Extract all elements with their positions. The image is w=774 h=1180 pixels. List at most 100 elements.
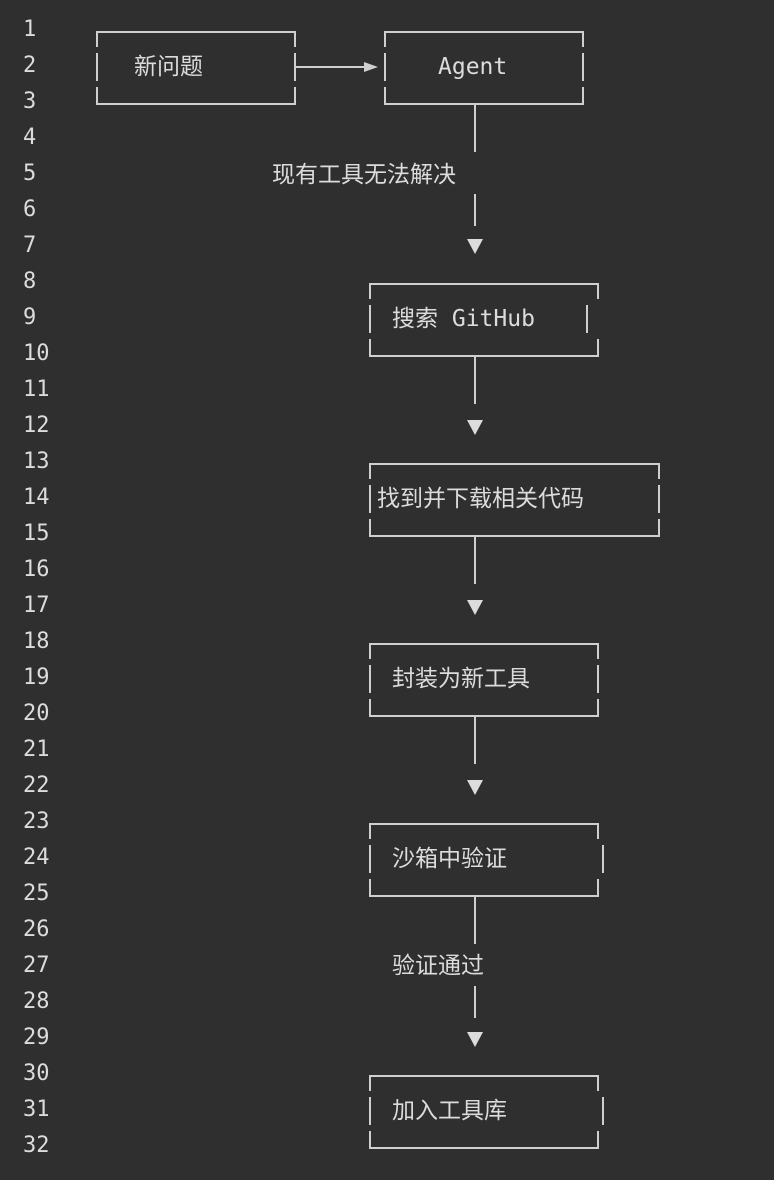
arrow-right-icon (364, 62, 378, 72)
connector-line (474, 537, 476, 584)
box-border-right (597, 879, 599, 895)
box-border-bottom (96, 103, 296, 105)
line-number: 21 (23, 737, 50, 762)
line-number: 7 (23, 233, 37, 258)
box-border-left (96, 31, 98, 47)
box-border-right (597, 1075, 599, 1091)
line-number: 27 (23, 953, 50, 978)
box-border-left (369, 699, 371, 715)
box-border-left (384, 31, 386, 47)
box-border-right (658, 485, 660, 513)
line-number: 11 (23, 377, 50, 402)
box-border-right (586, 305, 588, 333)
line-number: 26 (23, 917, 50, 942)
line-number: 29 (23, 1025, 50, 1050)
line-number: 31 (23, 1097, 50, 1122)
box-border-left (369, 823, 371, 839)
arrow-down-icon (467, 780, 483, 795)
box-border-bottom (369, 535, 660, 537)
flow-node-label: 新问题 (134, 54, 203, 80)
box-border-left (369, 305, 371, 333)
box-border-right (597, 699, 599, 715)
box-border-bottom (369, 1147, 599, 1149)
line-number: 5 (23, 161, 37, 186)
box-border-left (369, 519, 371, 535)
line-number: 6 (23, 197, 37, 222)
box-border-bottom (369, 895, 599, 897)
box-border-left (384, 53, 386, 81)
box-border-top (369, 823, 599, 825)
line-number: 30 (23, 1061, 50, 1086)
line-number: 19 (23, 665, 50, 690)
line-number: 22 (23, 773, 50, 798)
box-border-right (582, 53, 584, 81)
box-border-right (597, 283, 599, 299)
flow-node-label: 加入工具库 (392, 1098, 507, 1124)
line-number: 15 (23, 521, 50, 546)
line-number: 13 (23, 449, 50, 474)
box-border-right (658, 463, 660, 479)
edge-label: 现有工具无法解决 (272, 162, 456, 188)
box-border-right (597, 643, 599, 659)
box-border-top (384, 31, 584, 33)
connector-line (474, 105, 476, 152)
box-border-left (96, 53, 98, 81)
line-number: 23 (23, 809, 50, 834)
flow-node-label: 搜索 GitHub (392, 306, 535, 332)
line-number: 3 (23, 89, 37, 114)
arrow-down-icon (467, 420, 483, 435)
line-number: 10 (23, 341, 50, 366)
box-border-right (582, 87, 584, 103)
box-border-left (369, 1075, 371, 1091)
line-number: 18 (23, 629, 50, 654)
box-border-top (96, 31, 296, 33)
line-number: 32 (23, 1133, 50, 1158)
line-number: 9 (23, 305, 37, 330)
connector-line (474, 194, 476, 226)
flow-node-label: 封装为新工具 (392, 666, 530, 692)
line-number: 2 (23, 53, 37, 78)
box-border-right (597, 823, 599, 839)
line-number: 24 (23, 845, 50, 870)
box-border-left (384, 87, 386, 103)
box-border-right (597, 665, 599, 693)
line-number: 4 (23, 125, 37, 150)
edge-label: 验证通过 (392, 953, 484, 979)
line-number: 1 (23, 17, 37, 42)
box-border-left (369, 665, 371, 693)
box-border-left (369, 879, 371, 895)
box-border-right (658, 519, 660, 535)
box-border-left (369, 283, 371, 299)
connector-line (474, 357, 476, 404)
arrow-down-icon (467, 239, 483, 254)
box-border-top (369, 463, 660, 465)
box-border-bottom (369, 355, 599, 357)
line-number: 20 (23, 701, 50, 726)
box-border-bottom (369, 715, 599, 717)
box-border-left (369, 1131, 371, 1147)
box-border-left (369, 339, 371, 355)
flow-node-label: 沙箱中验证 (392, 846, 507, 872)
box-border-left (369, 463, 371, 479)
box-border-top (369, 643, 599, 645)
box-border-left (96, 87, 98, 103)
connector-line (474, 717, 476, 764)
box-border-left (369, 1097, 371, 1125)
box-border-right (597, 1131, 599, 1147)
box-border-top (369, 283, 599, 285)
line-number: 14 (23, 485, 50, 510)
line-number: 16 (23, 557, 50, 582)
box-border-top (369, 1075, 599, 1077)
flow-node-label: Agent (438, 54, 508, 80)
flow-node-label: 找到并下载相关代码 (377, 486, 584, 512)
arrow-line (296, 66, 366, 68)
box-border-right (597, 339, 599, 355)
connector-line (474, 986, 476, 1018)
line-number: 25 (23, 881, 50, 906)
box-border-left (369, 643, 371, 659)
arrow-down-icon (467, 1032, 483, 1047)
box-border-right (582, 31, 584, 47)
line-number: 12 (23, 413, 50, 438)
connector-line (474, 897, 476, 944)
line-number: 17 (23, 593, 50, 618)
